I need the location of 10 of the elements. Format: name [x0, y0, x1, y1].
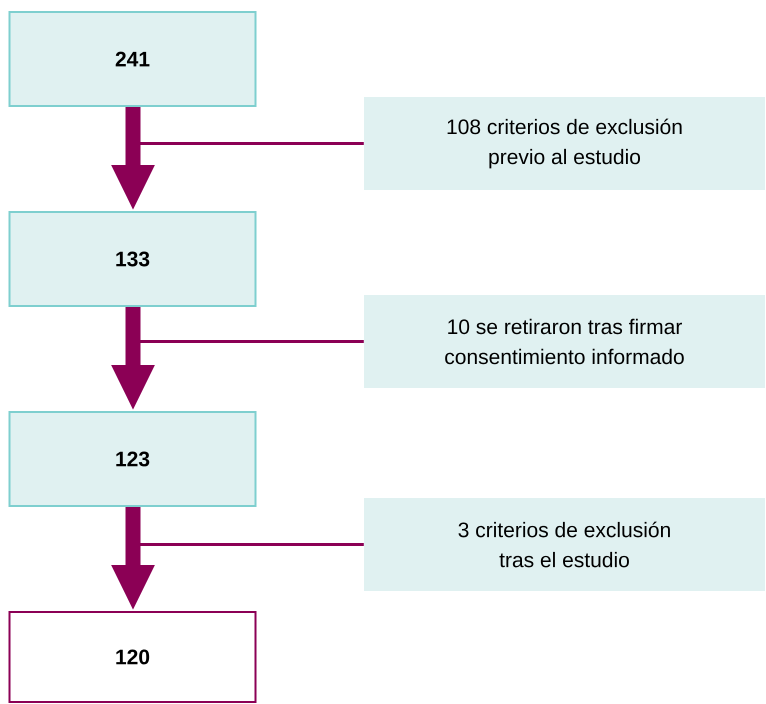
- process-box: 123: [8, 410, 256, 507]
- note-box: 108 criterios de exclusión previo al estudio: [364, 97, 765, 190]
- process-box: 241: [8, 11, 256, 107]
- process-box: 133: [8, 211, 256, 307]
- connector-line: [140, 542, 364, 546]
- connector-line: [140, 340, 364, 343]
- process-box: 120: [8, 610, 256, 703]
- note-box: 10 se retiraron tras firmar consentimiento informado: [364, 295, 765, 388]
- note-box: 3 criterios de exclusión tras el estudio: [364, 498, 765, 591]
- connector-line: [140, 142, 364, 145]
